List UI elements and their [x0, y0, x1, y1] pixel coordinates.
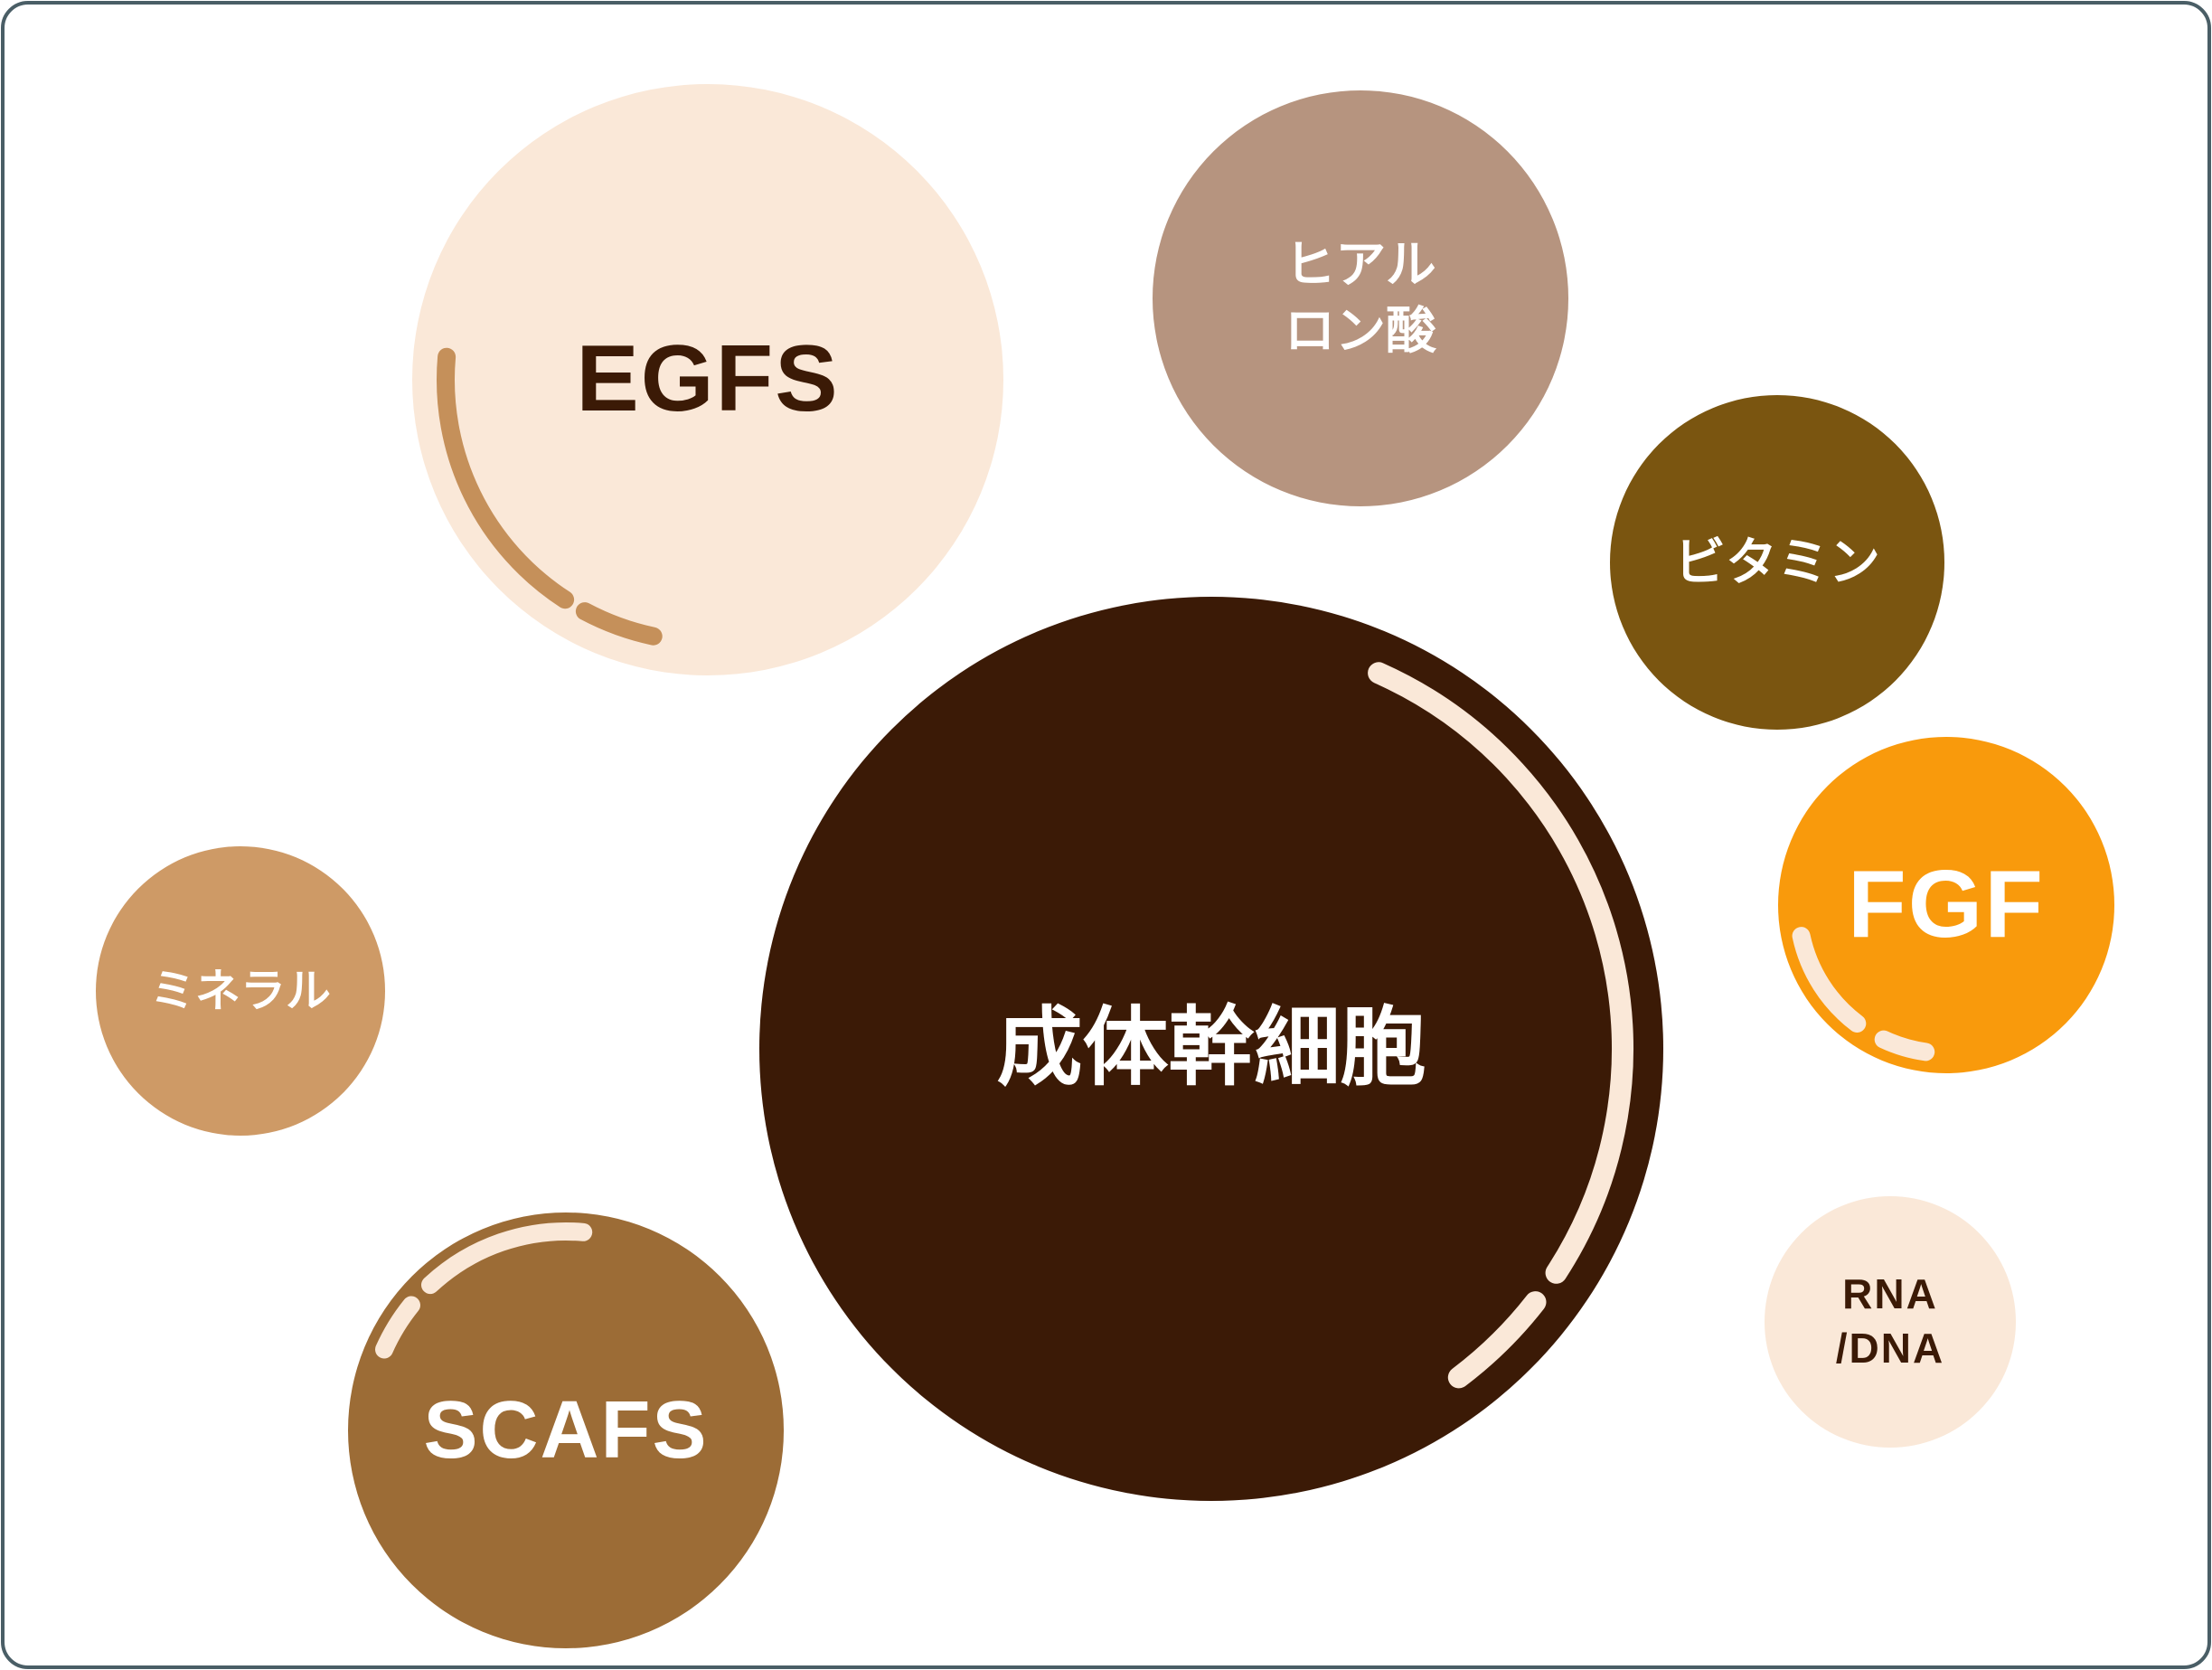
node-adult-stem-cell: 成体幹細胞 — [759, 597, 1663, 1501]
node-mineral: ミネラル — [96, 846, 385, 1136]
node-hyaluronic-acid-label-line2: ロン酸 — [1285, 302, 1436, 359]
node-adult-stem-cell-label: 成体幹細胞 — [996, 1000, 1426, 1097]
node-egfs: EGFS — [412, 84, 1003, 675]
node-rna-dna-label-line1: RNA — [1842, 1270, 1938, 1318]
node-hyaluronic-acid: ヒアル ロン酸 — [1153, 90, 1568, 506]
node-egfs-label: EGFS — [576, 326, 840, 432]
node-fgf-label: FGF — [1848, 851, 2045, 958]
node-rna-dna-label-line2: /DNA — [1835, 1325, 1945, 1372]
node-scafs: SCAFS — [348, 1212, 784, 1648]
node-hyaluronic-acid-label-line1: ヒアル — [1285, 236, 1436, 294]
node-rna-dna: RNA /DNA — [1765, 1196, 2016, 1448]
node-vitamin: ビタミン — [1610, 395, 1944, 730]
node-fgf: FGF — [1778, 737, 2114, 1073]
node-vitamin-label: ビタミン — [1674, 533, 1880, 591]
node-scafs-label: SCAFS — [423, 1384, 709, 1476]
node-mineral-label: ミネラル — [150, 965, 331, 1016]
